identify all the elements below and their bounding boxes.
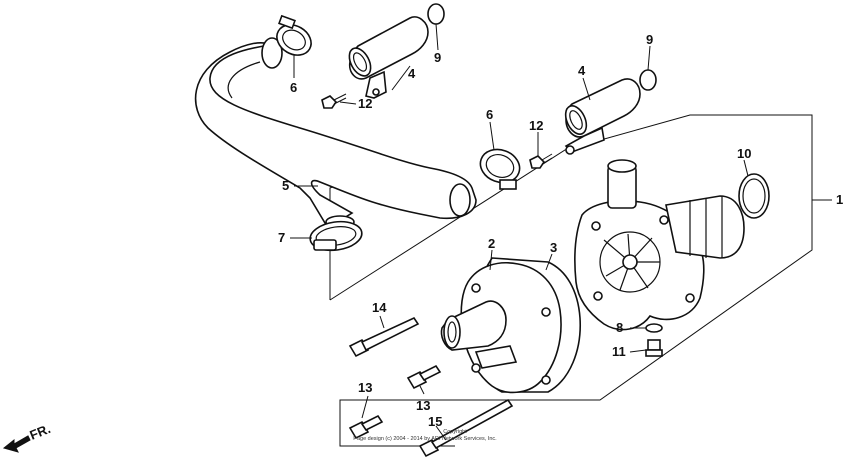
callout-10: 10 bbox=[737, 146, 751, 161]
flange-bolt-15 bbox=[418, 398, 514, 458]
water-pump-cover bbox=[440, 262, 562, 394]
callout-4-right: 4 bbox=[578, 63, 586, 78]
hose-end-upper bbox=[261, 37, 283, 69]
water-pipe-upper bbox=[348, 16, 429, 99]
callout-6-upper: 6 bbox=[290, 80, 297, 95]
water-pipe-right bbox=[564, 78, 641, 155]
callout-9-right: 9 bbox=[646, 32, 653, 47]
copyright-line-1: Copyright bbox=[443, 429, 467, 435]
arrow-icon bbox=[2, 435, 31, 453]
front-label: FR. bbox=[28, 421, 53, 443]
water-pump-body bbox=[574, 159, 745, 331]
callout-12-upper: 12 bbox=[358, 96, 372, 111]
hose-clamp-upper bbox=[276, 14, 312, 56]
callout-5: 5 bbox=[282, 178, 289, 193]
hose-clamp-middle bbox=[479, 148, 521, 190]
front-direction-indicator: FR. bbox=[2, 421, 53, 453]
leader-lines bbox=[290, 23, 749, 441]
copyright-line-2: Page design (c) 2004 - 2014 by ARI Netwo… bbox=[353, 436, 497, 442]
callout-11: 11 bbox=[612, 344, 626, 359]
callout-8: 8 bbox=[616, 320, 623, 335]
callout-2: 2 bbox=[488, 236, 495, 251]
o-ring-right bbox=[639, 69, 657, 91]
impeller bbox=[599, 231, 661, 293]
callout-4-upper: 4 bbox=[408, 66, 416, 81]
hose-clamp-lower bbox=[309, 220, 363, 252]
callout-14: 14 bbox=[372, 300, 387, 315]
callout-6-middle: 6 bbox=[486, 107, 493, 122]
sealing-washer bbox=[645, 323, 663, 333]
flange-bolt-14 bbox=[348, 316, 420, 358]
callout-13-lower: 13 bbox=[358, 380, 372, 395]
callout-1: 1 bbox=[836, 192, 843, 207]
hose-end-right bbox=[449, 183, 471, 217]
callout-12-middle: 12 bbox=[529, 118, 543, 133]
callout-labels: 6 4 9 12 6 12 4 9 10 1 5 7 2 3 8 11 14 1… bbox=[278, 32, 843, 429]
water-hose bbox=[194, 37, 477, 230]
flange-bolt-13-lower bbox=[348, 414, 384, 440]
callout-7: 7 bbox=[278, 230, 285, 245]
callout-3: 3 bbox=[550, 240, 557, 255]
flange-bolt-13-middle bbox=[406, 364, 442, 390]
bolt-upper-left bbox=[321, 93, 347, 109]
drain-bolt bbox=[645, 339, 663, 357]
bolt-middle bbox=[529, 153, 553, 169]
o-ring-upper bbox=[427, 3, 445, 25]
o-ring-large bbox=[738, 173, 770, 219]
callout-15: 15 bbox=[428, 414, 442, 429]
callout-9-upper: 9 bbox=[434, 50, 441, 65]
callout-13-middle: 13 bbox=[416, 398, 430, 413]
